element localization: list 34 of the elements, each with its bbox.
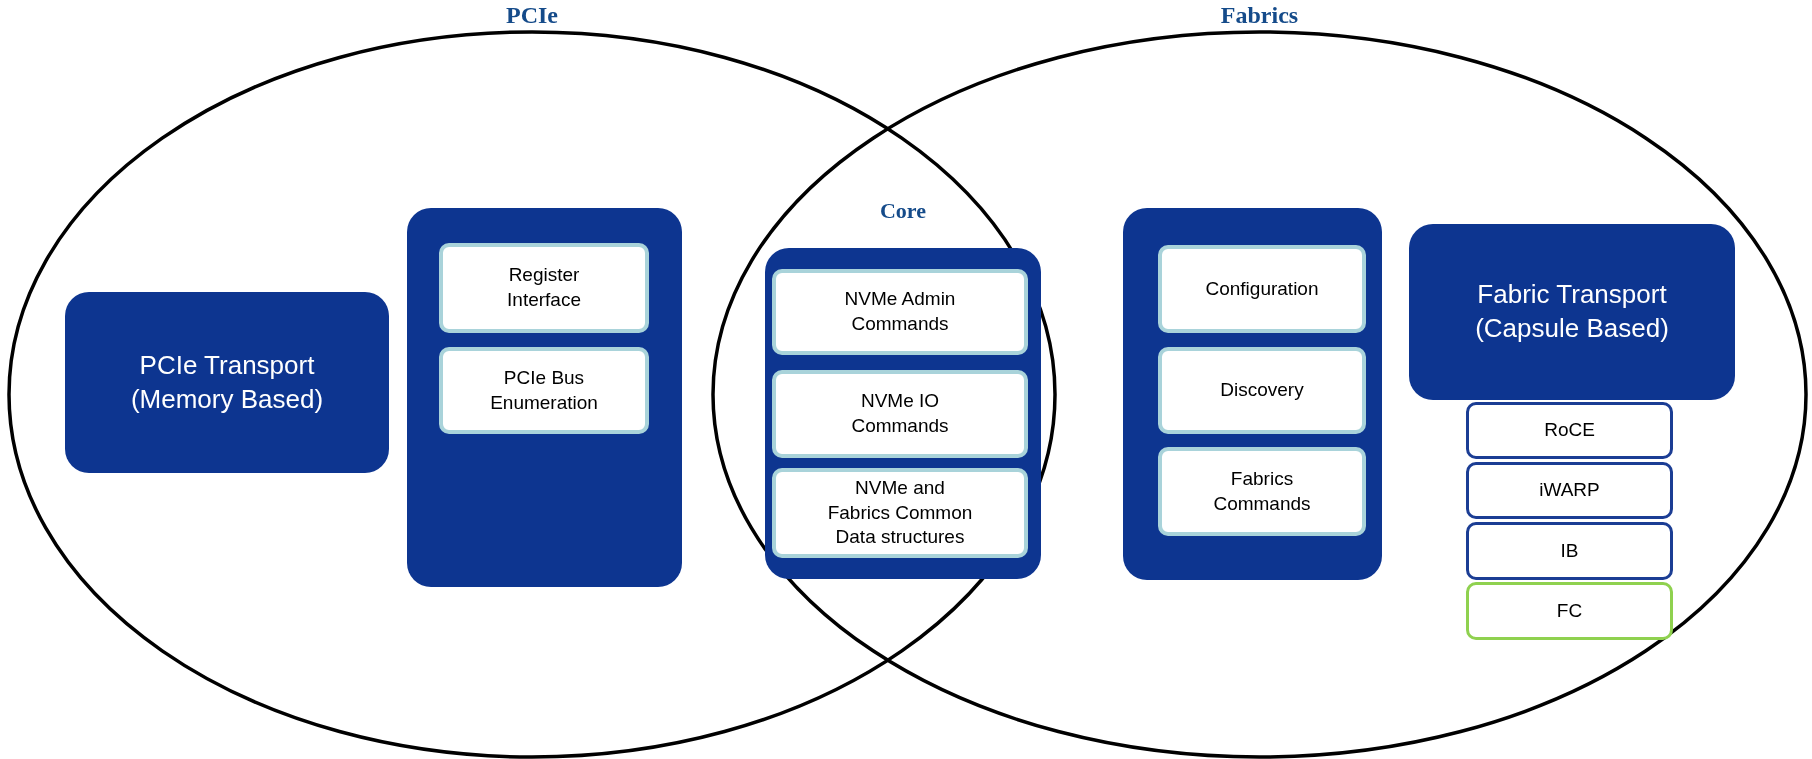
- protocol-box: [1466, 462, 1673, 519]
- label: NVMe Admin Commands: [843, 287, 957, 336]
- layer-box: [439, 347, 649, 434]
- layer-box: [1158, 245, 1366, 333]
- protocol-box: [1466, 582, 1673, 640]
- panel: [1409, 224, 1735, 400]
- heading: PCIe: [505, 2, 559, 29]
- label: iWARP: [1539, 478, 1600, 503]
- label: Fabrics Commands: [1212, 466, 1312, 516]
- panel: [407, 208, 682, 587]
- label: NVMe IO Commands: [850, 389, 950, 438]
- layer-box: [772, 269, 1028, 355]
- panel: [65, 292, 389, 473]
- panel: [1123, 208, 1382, 580]
- layer-box: [439, 243, 649, 333]
- protocol-box: [1466, 402, 1673, 459]
- region-label: Core: [879, 198, 927, 224]
- label: RoCE: [1544, 418, 1595, 443]
- layer-box: [772, 468, 1028, 558]
- label: FC: [1556, 598, 1583, 623]
- label: Configuration: [1205, 276, 1319, 301]
- layer-box: [772, 370, 1028, 458]
- label: PCIe Transport (Memory Based): [129, 348, 325, 416]
- label: NVMe and Fabrics Common Data structures: [826, 475, 974, 550]
- label: PCIe Bus Enumeration: [490, 365, 598, 415]
- protocol-box: [1466, 522, 1673, 580]
- label: Fabric Transport (Capsule Based): [1474, 278, 1670, 345]
- heading: Fabrics: [1219, 2, 1300, 29]
- label: Register Interface: [506, 263, 582, 312]
- layer-box: [1158, 347, 1366, 434]
- layer-box: [1158, 447, 1366, 536]
- panel: [765, 248, 1041, 579]
- label: IB: [1560, 538, 1579, 563]
- label: Discovery: [1220, 378, 1304, 403]
